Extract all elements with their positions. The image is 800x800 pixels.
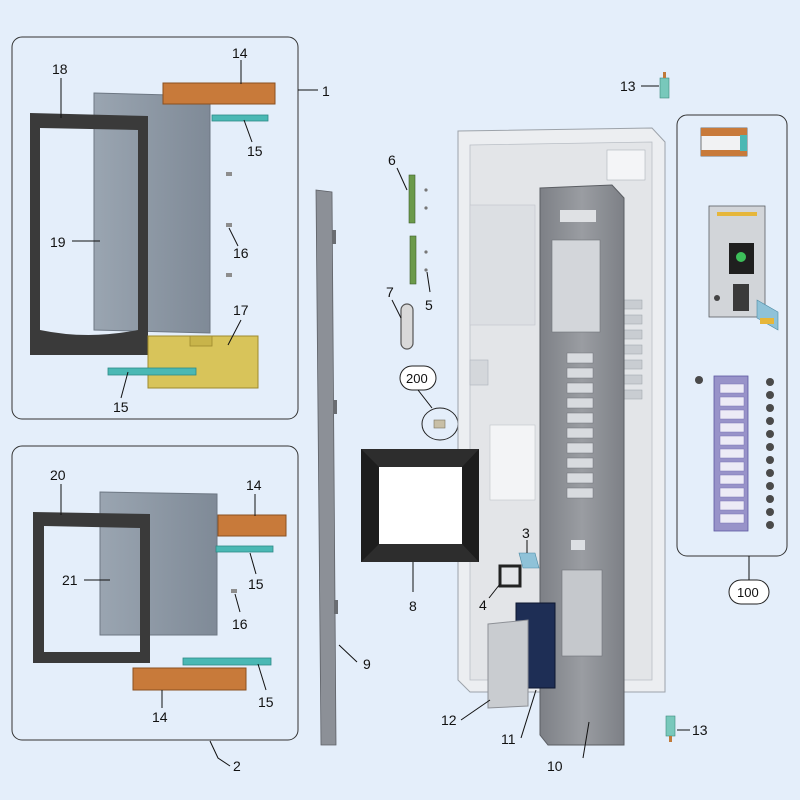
callout-13a: 13 xyxy=(620,78,636,94)
side-strip-9: 9 xyxy=(315,189,371,746)
callout-5: 5 xyxy=(425,297,433,313)
callout-15a: 15 xyxy=(247,143,263,159)
callout-1: 1 xyxy=(322,83,330,99)
door-frame-20 xyxy=(33,512,150,663)
grey-cover-12 xyxy=(487,619,529,709)
handle-7 xyxy=(400,303,414,350)
callout-20: 20 xyxy=(50,467,66,483)
group-1-panel: 14 15 16 17 18 19 15 1 xyxy=(11,36,330,420)
callout-3: 3 xyxy=(522,525,530,541)
callout-16b: 16 xyxy=(232,616,248,632)
callout-2: 2 xyxy=(233,758,241,774)
group-1-border xyxy=(11,36,299,420)
group-100-panel: 100 xyxy=(676,114,788,605)
screw-16c xyxy=(226,273,232,277)
teal-bar-15b xyxy=(107,367,197,376)
covers-11-12: 12 11 xyxy=(441,602,556,747)
callout-14c: 14 xyxy=(152,709,168,725)
callout-13b: 13 xyxy=(692,722,708,738)
pcb-strip-6a xyxy=(408,174,416,224)
callout-6: 6 xyxy=(388,152,396,168)
callout-16a: 16 xyxy=(233,245,249,261)
copper-bar-14b xyxy=(217,514,287,537)
callout-9: 9 xyxy=(363,656,371,672)
callout-14b: 14 xyxy=(246,477,262,493)
callout-14a: 14 xyxy=(232,45,248,61)
callout-100-box xyxy=(728,579,770,605)
callout-15b: 15 xyxy=(113,399,129,415)
gasket-4 xyxy=(498,564,522,588)
callout-11: 11 xyxy=(501,731,516,747)
teal-bar-15d xyxy=(182,657,272,666)
copper-bar-14a xyxy=(162,82,276,105)
callout-7: 7 xyxy=(386,284,394,300)
teal-bar-15c xyxy=(215,545,274,553)
callout-15d: 15 xyxy=(258,694,274,710)
callout-17: 17 xyxy=(233,302,249,318)
pcb-strip-6b xyxy=(409,235,417,285)
screw-16d xyxy=(231,589,237,593)
callout-4: 4 xyxy=(479,597,487,613)
callout-10: 10 xyxy=(547,758,563,774)
group-2-panel: 14 15 16 15 14 20 21 2 xyxy=(11,445,299,774)
front-plate-10: 10 xyxy=(539,184,625,774)
callout-8: 8 xyxy=(409,598,417,614)
callout-15c: 15 xyxy=(248,576,264,592)
callout-21: 21 xyxy=(62,572,78,588)
bracket-3 xyxy=(518,552,540,569)
standoff-13-top: 13 xyxy=(620,72,670,99)
display-frame-8: 8 xyxy=(361,449,479,614)
callout-12: 12 xyxy=(441,712,457,728)
standoff-13-bottom: 13 xyxy=(665,715,708,742)
screw-16a xyxy=(226,172,232,176)
callout-18: 18 xyxy=(52,61,68,77)
teal-bar-15a xyxy=(211,114,269,122)
part-200: 200 xyxy=(399,365,459,441)
group-2-border xyxy=(11,445,299,741)
small-parts-3-4: 3 4 xyxy=(479,525,540,613)
copper-bar-14c xyxy=(132,667,247,691)
group-100-border xyxy=(676,114,788,557)
screw-16b xyxy=(226,223,232,227)
board-17-tab xyxy=(189,335,213,347)
small-parts-6-5-7: 6 5 7 xyxy=(386,152,433,350)
callout-19: 19 xyxy=(50,234,66,250)
door-frame-18 xyxy=(30,113,148,355)
callout-100: 100 xyxy=(737,585,759,600)
callout-200: 200 xyxy=(406,371,428,386)
